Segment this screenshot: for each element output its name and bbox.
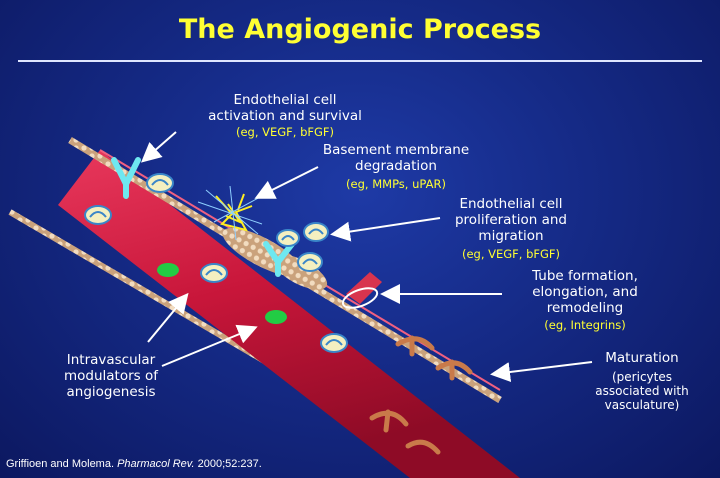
label-maturation-line1: Maturation [605,350,679,366]
label-intravascular-line1: Intravascular [66,352,156,368]
label-activation-line2: activation and survival [208,108,362,124]
label-activation-line1: Endothelial cell [233,92,337,108]
label-proliferation: Endothelial cell proliferation and migra… [438,196,584,262]
label-intravascular: Intravascular modulators of angiogenesis [46,352,176,400]
label-degradation: Basement membrane degradation (eg, MMPs,… [306,142,486,192]
label-degradation-line1: Basement membrane [322,142,470,158]
arrow-activation [140,131,177,163]
label-degradation-example: (eg, MMPs, uPAR) [346,177,446,191]
label-tube: Tube formation, elongation, and remodeli… [510,268,660,333]
label-proliferation-example: (eg, VEGF, bFGF) [461,247,561,261]
arrow-intravascular-1 [147,292,189,343]
label-proliferation-line2: proliferation and [454,212,567,228]
citation-journal: Pharmacol Rev. [117,458,195,470]
label-tube-line3: remodeling [546,300,624,316]
label-maturation-sub2: associated with [595,384,689,398]
label-intravascular-line2: modulators of [64,368,158,384]
label-activation-example: (eg, VEGF, bFGF) [235,125,335,139]
degraded-membrane-cluster [222,227,328,290]
label-activation: Endothelial cell activation and survival… [180,92,390,140]
mmp-fibers-icon [197,185,263,241]
label-tube-line1: Tube formation, [532,268,638,284]
arrow-maturation [490,361,593,382]
label-maturation-sub3: vasculature) [604,398,680,412]
green-modulator-icons [157,263,287,324]
pericyte-icons [369,335,473,455]
blood-vessel [58,150,520,478]
label-maturation-sub1: (pericytes [612,370,672,384]
label-intravascular-line3: angiogenesis [66,384,156,400]
label-maturation: Maturation (pericytes associated with va… [582,350,702,412]
receptor-icon-activation [111,157,141,199]
label-tube-line2: elongation, and [532,284,638,300]
citation: Griffioen and Molema. Pharmacol Rev. 200… [6,458,262,470]
title: The Angiogenic Process [178,14,542,45]
arrow-intravascular-2 [161,324,258,367]
label-tube-example: (eg, Integrins) [544,318,626,332]
growth-factor-icons [84,173,348,353]
citation-ref: 2000;52:237. [197,458,262,470]
label-degradation-line2: degradation [355,158,437,174]
receptor-icon-proliferation [263,241,295,277]
arrow-proliferation [330,217,441,242]
label-proliferation-line3: migration [478,228,544,244]
label-proliferation-line1: Endothelial cell [459,196,563,212]
tube-sprout-icon [341,272,382,309]
title-rule [18,60,702,62]
pointer-arrows [140,131,593,382]
mmp-enzyme-icon [215,193,253,232]
citation-authors: Griffioen and Molema. [6,458,115,470]
arrow-degradation [254,166,319,199]
